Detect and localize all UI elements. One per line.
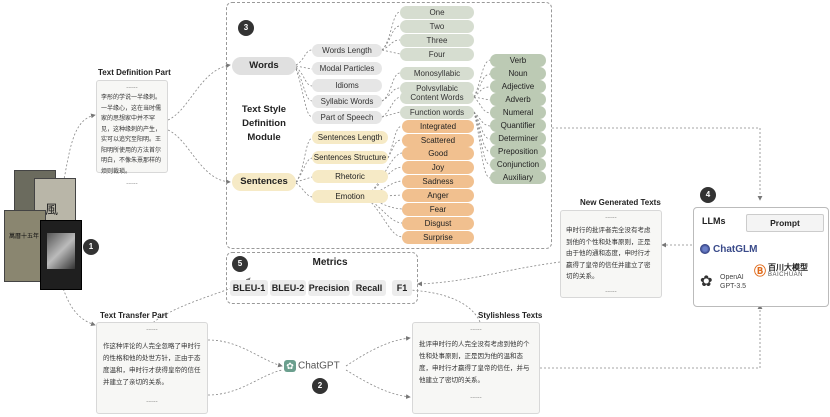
emotion-disgust: Disgust [402,217,474,230]
value-four: Four [400,48,474,61]
metric-recall: Recall [352,280,386,296]
tag-adjective: Adjective [490,80,546,93]
prompt-label: Prompt [770,218,800,228]
text-transfer-body: 作这种评论的人完全忽略了申时行的性格和他的处世方针，正由于态度温和，申时行才获得… [103,343,201,386]
text-definition-card: ...... 李彤的学说一半缘刺。一半缘心，这在当时儒家的思想家中并不罕见，这种… [96,80,168,186]
words-category: Words [232,57,296,75]
emotion-sadness: Sadness [402,175,474,188]
new-generated-card: ...... 申时行的批评者完全没有考虑到他的个性和处事原则，正是由于他的通和态… [560,210,662,298]
chatgpt-node: ✿ChatGPT [284,360,340,372]
emotion-joy: Joy [402,161,474,174]
stylishless-body: 批评申时行的人完全没有考虑到他的个性和处事原则，正是因为他的温和态度，申时行才赢… [419,341,530,384]
attr-part-of-speech: Part of Speech [312,111,382,124]
attr-modal-particles: Modal Particles [312,62,382,75]
value-monosyllable: Monosyllabic [400,67,474,80]
stylishless-title: Stylishless Texts [478,311,543,320]
module-title-line-1: Text Style [241,104,287,115]
module-title-line-3: Module [247,132,281,143]
badge-5: 5 [232,256,248,272]
metric-f1: F1 [392,280,412,296]
tag-preposition: Preposition [490,145,546,158]
emotion-good: Good [402,147,474,160]
emotion-anger: Anger [402,189,474,202]
dots-bottom: ...... [126,179,138,186]
chatglm-icon [700,244,710,255]
value-one: One [400,6,474,19]
stylishless-card: ...... 批评申时行的人完全没有考虑到他的个性和处事原则，正是因为他的温和态… [412,322,540,414]
book-title-1: 風 [45,203,59,218]
badge-1: 1 [83,239,99,255]
chatgpt-label: ChatGPT [298,360,340,372]
badge-2: 2 [312,378,328,394]
openai-label: OpenAI [720,274,744,281]
baichuan-cn-label: 百川大模型 [768,263,808,272]
dots-bottom: ...... [605,286,617,294]
chatglm-label: ChatGLM [713,244,758,255]
text-transfer-title: Text Transfer Part [100,311,168,320]
baichuan-icon: Ⓑ [754,264,767,278]
openai-model-label: GPT-3.5 [720,283,747,290]
attr-sentences-length: Sentences Length [312,131,388,144]
dots-top: ...... [146,325,158,332]
emotion-fear: Fear [402,203,474,216]
tag-determiner: Determiner [490,132,546,145]
baichuan-en-label: BAICHUAN [768,272,804,278]
tag-verb: Verb [490,54,546,67]
prompt-box: Prompt [746,214,824,232]
metric-bleu-1: BLEU-1 [230,280,268,296]
badge-4: 4 [700,187,716,203]
new-generated-title: New Generated Texts [580,198,661,207]
module-title-line-2: Definition [242,118,286,129]
books-image: 風 萬曆十五年 [4,170,82,290]
dots-top: ...... [605,213,617,220]
chatglm-logo: ChatGLM [700,244,757,255]
value-scattered: Scattered [402,134,474,147]
tag-quantifier: Quantifier [490,119,546,132]
value-integrated: Integrated [402,120,474,133]
attr-syllabic-words: Syllabic Words [312,95,382,108]
metrics-title: Metrics [312,257,348,268]
tag-numeral: Numeral [490,106,546,119]
module-title: Text Style Definition Module [232,103,296,145]
book-cover-4 [40,220,82,290]
dots-bottom: ...... [470,393,482,400]
sentences-category: Sentences [232,173,296,191]
emotion-surprise: Surprise [402,231,474,244]
value-function-words: Function words [400,106,474,119]
metric-precision: Precision [308,280,350,296]
dots-top: ...... [470,325,482,332]
book-title-2: 萬曆十五年 [9,233,40,240]
attr-emotion: Emotion [312,190,388,203]
metrics-container [226,252,418,304]
value-three: Three [400,34,474,47]
llms-container: LLMs Prompt ChatGLM Ⓑ 百川大模型 BAICHUAN ✿ O… [693,207,829,307]
style-module-container [226,2,552,249]
tag-adverb: Adverb [490,93,546,106]
book-cover-3: 萬曆十五年 [4,210,46,282]
tag-auxiliary: Auxiliary [490,171,546,184]
openai-icon: ✿ [700,273,713,290]
tag-noun: Noun [490,67,546,80]
attr-words-length: Words Length [312,44,382,57]
chatgpt-icon: ✿ [284,360,296,372]
text-definition-title: Text Definition Part [98,68,171,77]
badge-3: 3 [238,20,254,36]
text-transfer-card: ...... 作这种评论的人完全忽略了申时行的性格和他的处世方针，正由于态度温和… [96,322,208,414]
dots-top: ...... [126,83,138,90]
value-content-words: Content Words [400,91,474,104]
dots-bottom: ...... [146,397,158,404]
value-two: Two [400,20,474,33]
attr-rhetoric: Rhetoric [312,170,388,183]
attr-idioms: Idioms [312,79,382,92]
llms-title: LLMs [702,216,726,226]
metric-bleu-2: BLEU-2 [270,280,306,296]
text-definition-body: 李彤的学说一半缘刺。一半缘心，这在当时儒家的思想家中并不罕见，这种缘刺的产生，实… [101,95,162,175]
tag-conjunction: Conjunction [490,158,546,171]
new-generated-body: 申时行的批评者完全没有考虑到他的个性和处事原则，正是由于他的通和态度，申时行才赢… [566,227,651,280]
attr-sentences-structure: Sentences Structure [312,151,388,164]
